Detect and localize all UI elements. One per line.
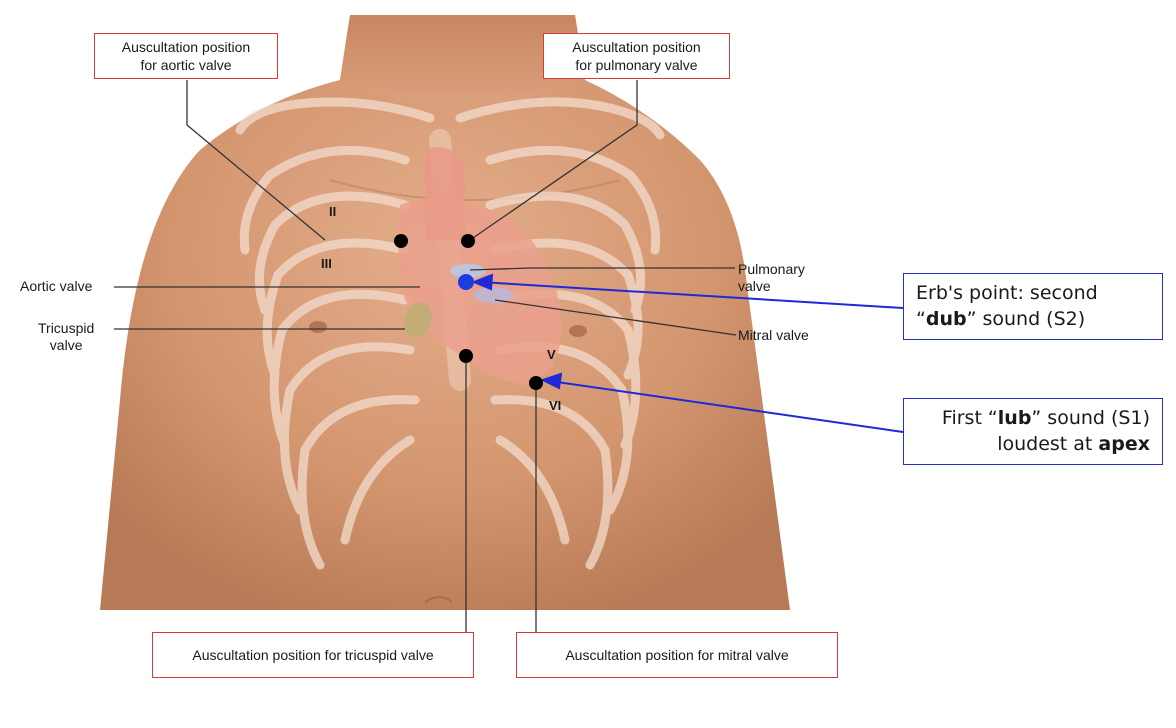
auscultation-points xyxy=(394,234,543,390)
lub-sound-callout: First “lub” sound (S1) loudest at apex xyxy=(903,398,1163,465)
rib-label-iii: III xyxy=(321,256,332,271)
pulmonary-valve-label: Pulmonary valve xyxy=(738,261,805,294)
tricuspid-valve-shape xyxy=(404,302,432,338)
tricuspid-point xyxy=(459,349,473,363)
mitral-valve-label: Mitral valve xyxy=(738,327,809,343)
ribcage xyxy=(235,97,665,570)
pulmonary-position-label: Auscultation position for pulmonary valv… xyxy=(543,33,730,79)
left-nipple xyxy=(309,321,327,333)
erbs-point-callout: Erb's point: second “dub” sound (S2) xyxy=(903,273,1163,340)
heart xyxy=(398,147,561,385)
tricuspid-valve-label: Tricuspid valve xyxy=(38,320,95,353)
pulmonary-valve-shape xyxy=(450,264,486,278)
aorta xyxy=(425,147,465,240)
neck xyxy=(340,15,585,105)
pulmonary-point xyxy=(461,234,475,248)
rib-label-vi: VI xyxy=(549,398,562,413)
mitral-valve-shape xyxy=(473,287,513,303)
rib-label-v: V xyxy=(547,347,556,362)
mitral-point xyxy=(529,376,543,390)
tricuspid-position-label: Auscultation position for tricuspid valv… xyxy=(152,632,474,678)
aortic-point xyxy=(394,234,408,248)
erbs-point xyxy=(458,274,474,290)
blue-arrows xyxy=(471,273,904,433)
leader-lines xyxy=(114,80,737,632)
mitral-position-label: Auscultation position for mitral valve xyxy=(516,632,838,678)
navel xyxy=(424,596,453,603)
right-nipple xyxy=(569,325,587,337)
aortic-position-label: Auscultation position for aortic valve xyxy=(94,33,278,79)
aortic-valve-label: Aortic valve xyxy=(20,278,93,294)
rib-label-ii: II xyxy=(329,204,337,219)
